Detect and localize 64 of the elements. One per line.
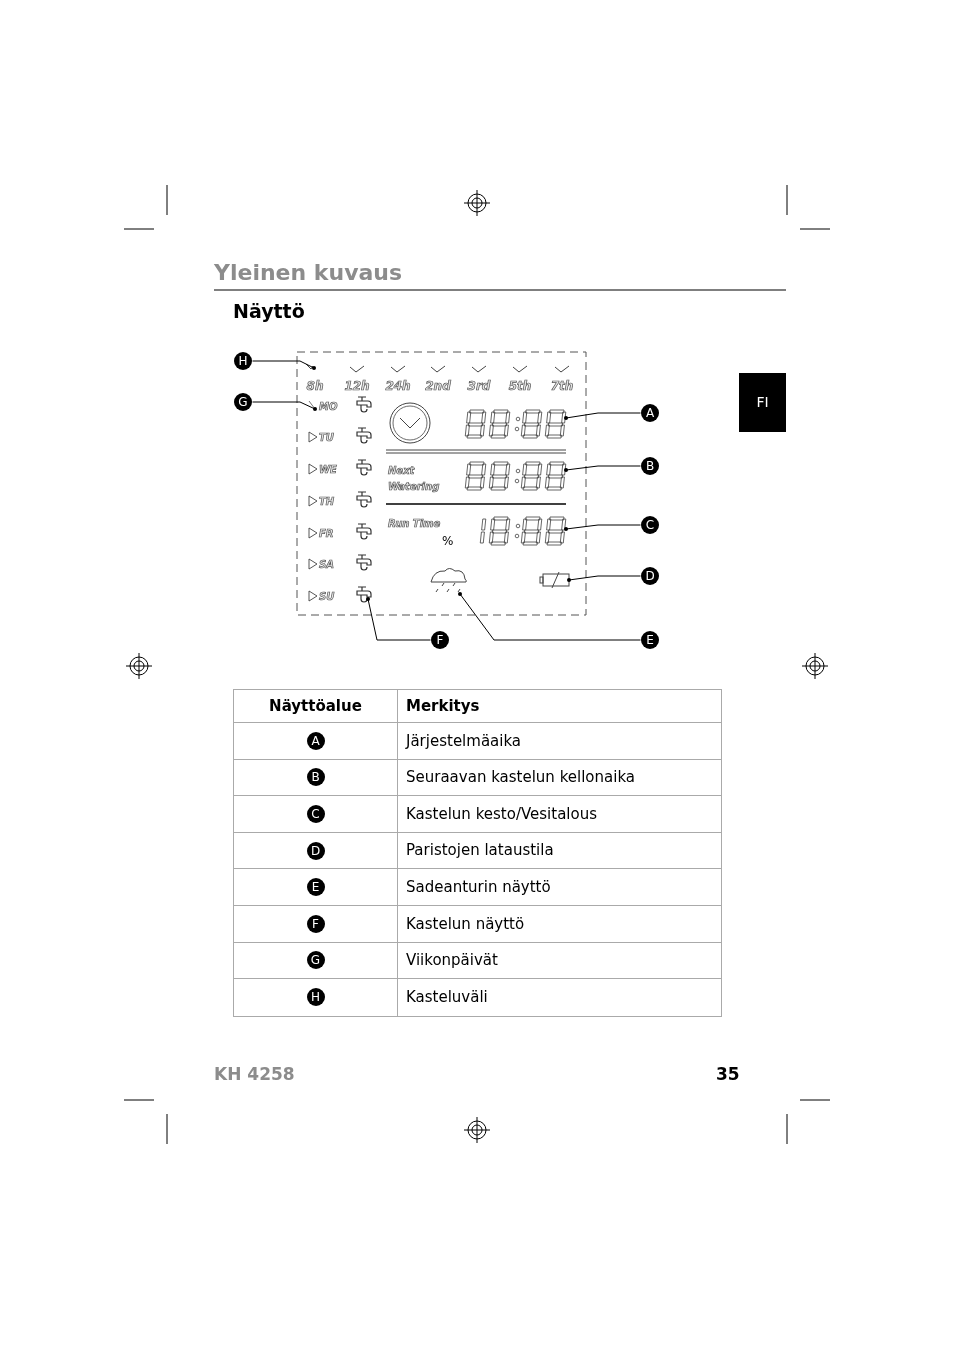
interval-label: 8h <box>306 378 324 395</box>
callout-letter: G <box>306 951 325 970</box>
callout-letter: H <box>306 988 325 1007</box>
table-header: Merkitys <box>398 690 721 723</box>
table-cell-text: Kasteluväli <box>405 987 489 1009</box>
leader-line <box>564 465 641 472</box>
leader-line <box>567 575 641 582</box>
callout-letter: E <box>641 631 659 649</box>
rain-cloud-icon <box>430 568 467 593</box>
language-tab: FI <box>739 373 786 432</box>
callout-letter: B <box>641 457 659 475</box>
slash-mark <box>308 400 316 410</box>
weekday-label: TU <box>319 431 334 445</box>
battery-icon <box>539 571 570 589</box>
table-cell: Sadeanturin näyttö <box>398 869 721 906</box>
page-number: 35 <box>716 1063 740 1086</box>
leader-line <box>252 360 316 370</box>
interval-label: 5th <box>508 378 532 395</box>
callout-letter: A <box>306 731 325 750</box>
callout-letter: C <box>641 516 659 534</box>
interval-label: 7th <box>550 378 574 395</box>
tap-icon <box>356 586 372 603</box>
leader-line <box>366 597 431 641</box>
leader-line <box>252 401 317 411</box>
callout-letter: A <box>641 404 659 422</box>
seven-segment-display <box>479 516 567 546</box>
callout-letter: E <box>306 878 325 897</box>
weekday-label: SU <box>319 590 335 604</box>
interval-label: 24h <box>385 378 411 395</box>
callout-letter: F <box>306 914 325 933</box>
weekday-label: MO <box>319 400 338 414</box>
table-cell: Paristojen lataustila <box>398 832 721 870</box>
table-cell: Kastelun kesto/Vesitalous <box>398 796 721 833</box>
callout-letter: B <box>306 768 325 787</box>
seven-segment-display <box>464 461 567 491</box>
display-label: Run Time <box>388 517 441 531</box>
callout-letter: D <box>306 841 325 860</box>
table-cell: Järjestelmäaika <box>398 723 721 760</box>
callout-letter: C <box>306 805 325 823</box>
table-header: Näyttöalue <box>234 690 398 723</box>
interval-label: 12h <box>344 378 370 395</box>
section-heading: Näyttö <box>233 299 305 324</box>
weekday-label: FR <box>319 527 334 541</box>
callout-letter: F <box>431 631 449 649</box>
seven-segment-display <box>464 409 567 439</box>
page-title: Yleinen kuvaus <box>214 259 403 287</box>
leader-line <box>564 412 641 420</box>
weekday-label: SA <box>319 558 334 572</box>
display-label: Next Watering <box>388 464 441 494</box>
percent-sign: % <box>442 533 454 550</box>
callout-letter: D <box>641 567 659 585</box>
weekday-label: WE <box>319 463 337 477</box>
callout-letter: H <box>234 352 252 370</box>
table-cell: Viikonpäivät <box>398 942 721 980</box>
model-number: KH 4258 <box>214 1063 295 1086</box>
check-mark <box>305 363 314 370</box>
leader-line <box>458 592 641 641</box>
interval-label: 3rd <box>467 378 491 395</box>
table-cell: Seuraavan kastelun kellonaika <box>398 759 721 797</box>
interval-label: 2nd <box>425 378 451 395</box>
callout-letter: G <box>234 393 252 411</box>
leader-line <box>564 524 641 531</box>
weekday-label: TH <box>319 495 335 509</box>
table-cell: Kastelun näyttö <box>398 905 721 943</box>
